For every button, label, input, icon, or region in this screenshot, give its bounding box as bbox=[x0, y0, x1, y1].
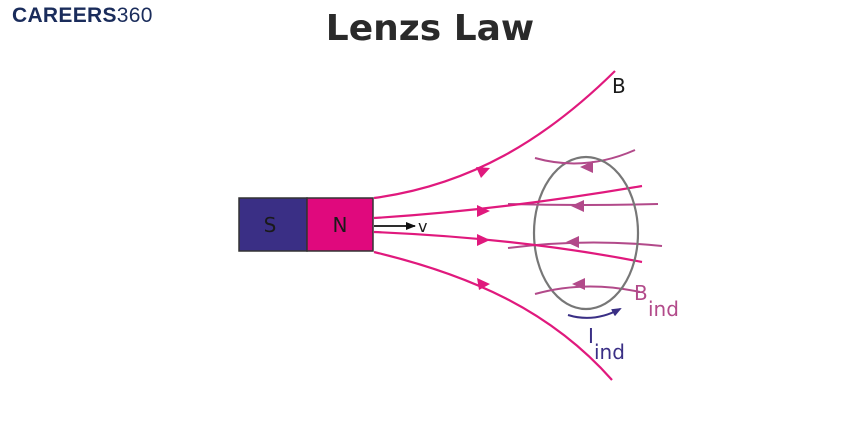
logo-brand: CAREERS bbox=[12, 4, 117, 27]
induced-field-label-sub: ind bbox=[648, 297, 679, 321]
induced-field-label: B bbox=[634, 281, 648, 305]
loop-back bbox=[532, 155, 587, 311]
field-arrow-2 bbox=[477, 205, 490, 217]
induced-field-line-4 bbox=[534, 285, 641, 295]
magnet-north-pole bbox=[306, 197, 374, 252]
induced-field-arrow-1 bbox=[580, 161, 593, 173]
induced-current-arrow bbox=[567, 308, 622, 319]
field-lines bbox=[373, 70, 643, 381]
magnetic-field-label: B bbox=[612, 74, 626, 98]
velocity-label: v bbox=[418, 217, 427, 236]
bar-magnet: S N bbox=[238, 197, 374, 252]
field-arrow-1 bbox=[476, 167, 490, 178]
field-arrow-3 bbox=[477, 234, 490, 246]
induced-current-label-sub: ind bbox=[594, 340, 625, 364]
induced-field-line-1 bbox=[534, 149, 636, 165]
induced-field-arrow-2 bbox=[571, 200, 584, 212]
field-arrow-4 bbox=[477, 278, 490, 290]
induced-field-label-main: B bbox=[634, 281, 648, 305]
field-line-upper-mid bbox=[373, 184, 643, 220]
field-line-lower-mid bbox=[373, 230, 643, 264]
page-title: Lenzs Law bbox=[325, 8, 535, 49]
field-line-top bbox=[373, 70, 616, 200]
careers360-logo: CAREERS360 bbox=[12, 4, 153, 28]
conducting-loop bbox=[585, 155, 640, 311]
north-pole-label: N bbox=[333, 213, 348, 237]
south-pole-label: S bbox=[264, 213, 277, 237]
induced-field-line-3 bbox=[507, 241, 663, 249]
induced-field-arrow-4 bbox=[572, 278, 585, 290]
logo-number: 360 bbox=[116, 4, 153, 27]
induced-field-lines bbox=[507, 149, 663, 295]
induced-field-arrow-3 bbox=[566, 236, 579, 248]
field-line-bottom bbox=[373, 250, 613, 381]
induced-current-label: I bbox=[588, 324, 594, 348]
